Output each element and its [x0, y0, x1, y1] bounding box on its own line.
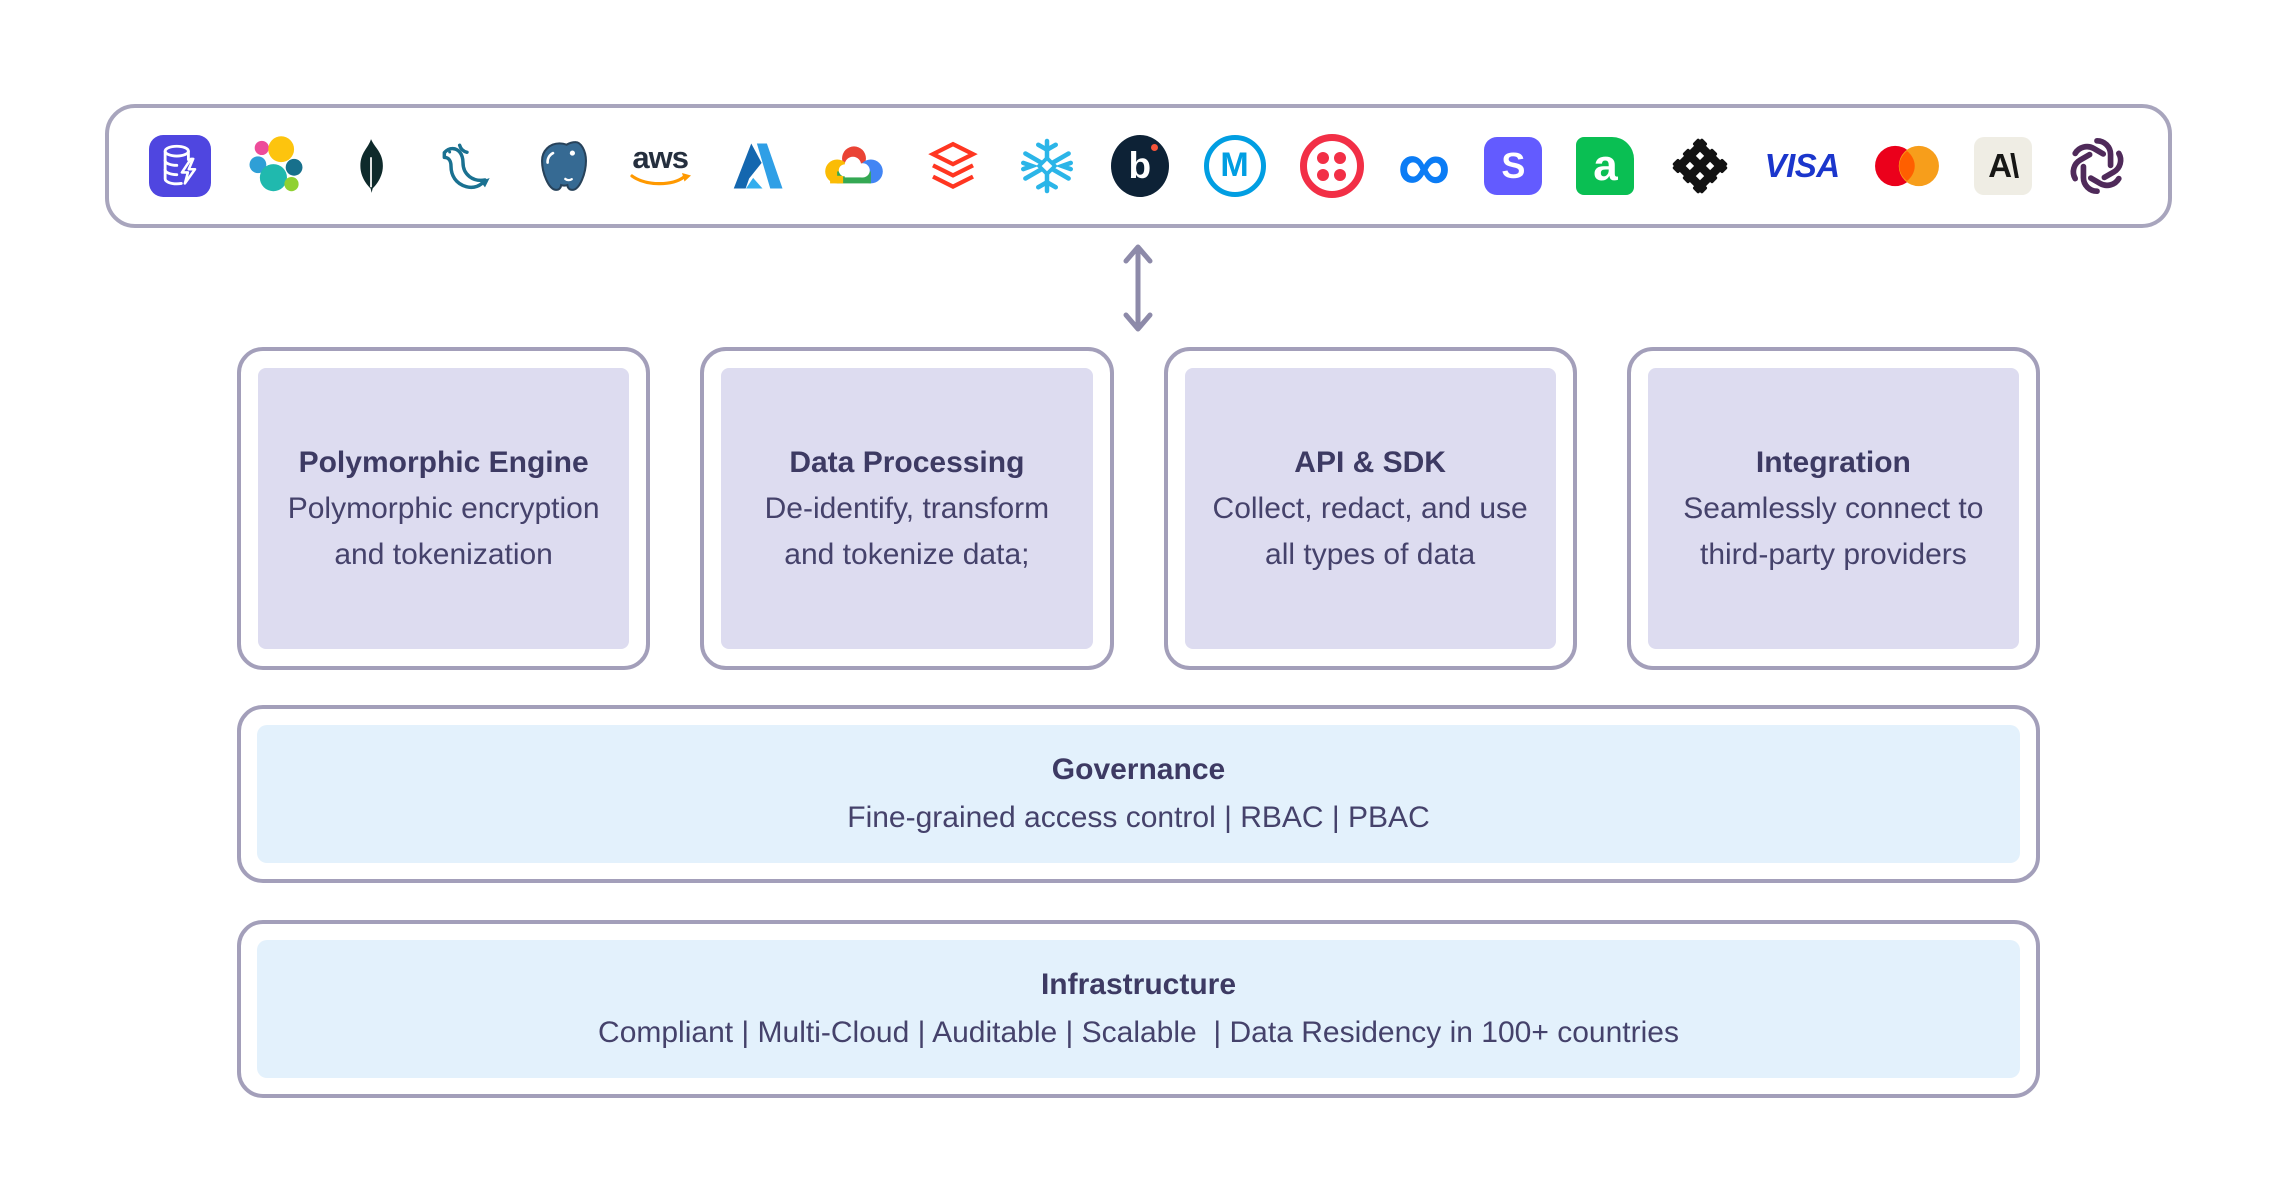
card-description: De-identify, transform and tokenize data…: [764, 491, 1050, 571]
openai-icon: [2070, 137, 2124, 195]
postgresql-icon: [541, 141, 588, 191]
twilio-dots: [1317, 151, 1347, 181]
infrastructure-title: Infrastructure: [1040, 968, 1237, 1001]
databricks-icon: [928, 141, 979, 190]
twilio-dot: [1317, 168, 1330, 181]
adyen-logo: a: [1576, 130, 1635, 202]
card-integration: Integration Seamlessly connect to third-…: [1626, 347, 2040, 670]
google-cloud-icon: [825, 146, 884, 184]
mysql-icon: [442, 143, 490, 190]
card-description: Seamlessly connect to third-party provid…: [1683, 491, 1984, 571]
twilio-icon: [1299, 134, 1364, 198]
snowflake-logo: [1017, 130, 1077, 202]
elastic-logo: [245, 130, 307, 202]
governance-title: Governance: [1051, 753, 1226, 786]
postgresql-logo: [533, 130, 595, 202]
adyen-icon: a: [1576, 137, 1635, 195]
card-inner: API & SDK Collect, redact, and use all t…: [1184, 368, 1556, 649]
plaid-logo: [1669, 130, 1731, 202]
twilio-dot: [1334, 151, 1347, 164]
bidirectional-arrow-icon: [1123, 244, 1153, 332]
braze-logo: b: [1111, 130, 1170, 202]
stripe-icon: S: [1484, 137, 1543, 195]
twilio-dot: [1317, 151, 1330, 164]
integrations-logo-bar: aws: [105, 104, 2172, 228]
braze-letter: b: [1128, 145, 1152, 186]
governance-description: Fine-grained access control | RBAC | PBA…: [847, 801, 1430, 834]
database-logo: [149, 130, 211, 202]
infrastructure-description: Compliant | Multi-Cloud | Auditable | Sc…: [598, 1016, 1679, 1049]
azure-icon: [734, 143, 783, 189]
mastercard-logo: [1874, 130, 1940, 202]
card-title: Polymorphic Engine: [298, 445, 589, 479]
card-title: Integration: [1755, 445, 1911, 479]
adyen-letter: a: [1593, 141, 1618, 190]
infrastructure-band-inner: Infrastructure Compliant | Multi-Cloud |…: [257, 940, 2020, 1078]
databricks-logo: [923, 130, 983, 202]
visa-wordmark: VISA: [1764, 147, 1841, 184]
card-title: Data Processing: [789, 445, 1025, 479]
anthropic-logo: A\: [1973, 130, 2032, 202]
infrastructure-band: Infrastructure Compliant | Multi-Cloud |…: [237, 920, 2040, 1098]
aws-icon: aws: [629, 139, 692, 191]
openai-logo: [2066, 130, 2128, 202]
mongodb-logo: [341, 130, 401, 202]
anthropic-glyph: A\: [1988, 147, 2019, 184]
card-inner: Integration Seamlessly connect to third-…: [1647, 368, 2019, 649]
anthropic-icon: A\: [1973, 137, 2032, 195]
governance-band: Governance Fine-grained access control |…: [237, 705, 2040, 883]
card-inner: Data Processing De-identify, transform a…: [721, 368, 1093, 649]
meta-logo: ∞: [1397, 124, 1451, 207]
snowflake-icon: [1021, 138, 1074, 194]
card-data-processing: Data Processing De-identify, transform a…: [700, 347, 1114, 670]
meta-infinity-icon: ∞: [1397, 124, 1451, 207]
mastercard-icon: [1874, 145, 1939, 187]
twilio-dot: [1334, 168, 1347, 181]
azure-logo: [725, 130, 785, 202]
mysql-logo: [435, 130, 499, 202]
aws-wordmark: aws: [632, 139, 689, 175]
visa-logo: VISA: [1764, 130, 1841, 202]
mongodb-icon: [360, 139, 383, 193]
aws-logo: aws: [629, 130, 692, 202]
card-inner: Polymorphic Engine Polymorphic encryptio…: [258, 368, 630, 649]
stripe-logo: S: [1484, 130, 1543, 202]
card-description: Polymorphic encryption and tokenization: [287, 491, 600, 571]
stripe-letter: S: [1501, 145, 1526, 186]
braze-accent-dot: [1151, 144, 1159, 151]
database-icon: [149, 135, 211, 197]
card-title: API & SDK: [1294, 445, 1446, 479]
aws-smile-icon: [630, 172, 692, 185]
elastic-icon: [249, 136, 303, 192]
card-description: Collect, redact, and use all types of da…: [1212, 491, 1528, 571]
governance-band-inner: Governance Fine-grained access control |…: [257, 725, 2020, 863]
card-api-sdk: API & SDK Collect, redact, and use all t…: [1163, 347, 1577, 670]
google-cloud-logo: [819, 130, 889, 202]
braze-icon: b: [1111, 135, 1170, 197]
card-polymorphic-engine: Polymorphic Engine Polymorphic encryptio…: [237, 347, 651, 670]
mulesoft-letter: M: [1220, 146, 1249, 184]
mulesoft-logo: M: [1203, 130, 1266, 202]
twilio-logo: [1299, 130, 1364, 202]
plaid-icon: [1672, 138, 1727, 194]
mulesoft-icon: M: [1203, 135, 1266, 197]
modules-row: Polymorphic Engine Polymorphic encryptio…: [237, 347, 2040, 670]
